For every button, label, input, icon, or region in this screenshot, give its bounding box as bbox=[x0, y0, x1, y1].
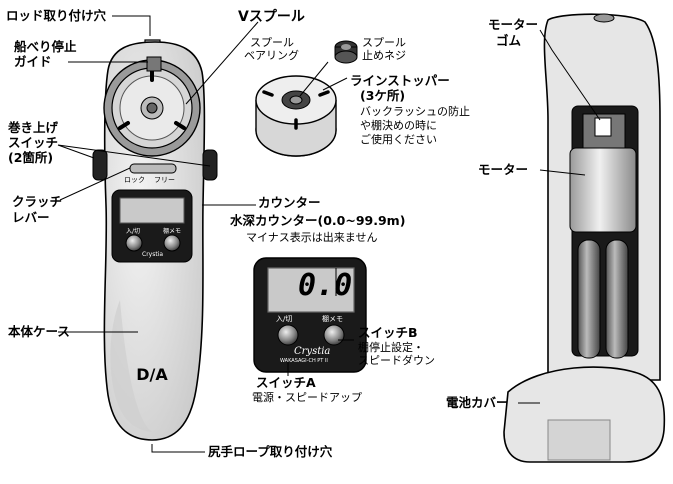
label-depth-counter: 水深カウンター(0.0~99.9m) bbox=[230, 213, 406, 228]
label-winding-switch-1: 巻き上げ bbox=[8, 120, 59, 135]
label-switch-a-desc: 電源・スピードアップ bbox=[252, 391, 362, 404]
label-winding-switch-3: (2箇所) bbox=[8, 150, 54, 165]
label-funaberi-1: 船べり停止 bbox=[14, 39, 77, 54]
clutch-lock-text: ロック bbox=[124, 176, 145, 184]
label-motor-gum-2: ゴム bbox=[496, 33, 522, 48]
label-rod-hole: ロッド取り付け穴 bbox=[6, 8, 107, 23]
label-counter: カウンター bbox=[258, 195, 321, 210]
label-spool-bearing-2: ベアリング bbox=[244, 49, 299, 62]
label-switch-b-desc-1: 棚停止設定・ bbox=[358, 341, 424, 354]
reel-back bbox=[503, 13, 666, 463]
label-line-stopper-2: (3ケ所) bbox=[360, 88, 406, 103]
label-line-stopper-desc-1: バックラッシュの防止 bbox=[360, 105, 470, 118]
battery-right bbox=[605, 239, 629, 359]
clutch-lever[interactable] bbox=[129, 163, 177, 174]
counter-lcd bbox=[267, 267, 355, 313]
panel-button-a[interactable] bbox=[125, 234, 143, 252]
leader-lines bbox=[57, 15, 601, 453]
label-winding-switch-2: スイッチ bbox=[8, 135, 59, 150]
label-funaberi-2: ガイド bbox=[14, 54, 52, 69]
label-switch-b-desc-2: スピードダウン bbox=[358, 354, 435, 367]
label-switch-a: スイッチA bbox=[256, 375, 316, 390]
label-switch-b: スイッチB bbox=[358, 325, 418, 340]
counter-model-text: WAKASAGI-CH PT II bbox=[280, 358, 328, 364]
label-spool-screw-2: 止めネジ bbox=[362, 49, 406, 62]
label-line-stopper-desc-2: や棚決めの時に bbox=[360, 119, 437, 132]
label-no-minus: マイナス表示は出来ません bbox=[246, 231, 378, 244]
battery-cover bbox=[503, 366, 666, 463]
winding-switch-left[interactable] bbox=[92, 149, 108, 181]
panel-btn-b-text: 棚メモ bbox=[163, 228, 182, 235]
panel-lcd bbox=[119, 197, 185, 224]
switch-a-button[interactable] bbox=[277, 324, 299, 346]
daiwa-logo-art: D/A bbox=[136, 365, 168, 384]
vspool-figure bbox=[255, 40, 358, 157]
panel-brand-text: Crystia bbox=[142, 251, 164, 258]
label-line-stopper-desc-3: ご使用ください bbox=[360, 133, 437, 146]
label-line-stopper-1: ラインストッパー bbox=[350, 73, 450, 88]
spool-screw bbox=[341, 44, 351, 50]
label-motor: モーター bbox=[478, 162, 529, 177]
reel-front: D/A bbox=[92, 39, 218, 441]
switch-b-button[interactable] bbox=[323, 324, 345, 346]
counter-detail bbox=[253, 257, 367, 373]
counter-btn-a-text: 入/切 bbox=[276, 315, 293, 323]
label-clutch-2: レバー bbox=[12, 210, 50, 225]
label-motor-gum-1: モーター bbox=[488, 17, 539, 32]
counter-brand-text: Crystia bbox=[294, 346, 331, 357]
counter-btn-b-text: 棚メモ bbox=[322, 315, 343, 323]
label-clutch-1: クラッチ bbox=[12, 194, 63, 209]
clutch-free-text: フリー bbox=[154, 176, 175, 184]
label-battery-cover: 電池カバー bbox=[446, 395, 509, 410]
line-stopper-marks bbox=[262, 90, 330, 130]
panel-button-b[interactable] bbox=[163, 234, 181, 252]
label-spool-screw-1: スプール bbox=[362, 36, 406, 49]
label-spool-bearing-1: スプール bbox=[250, 36, 294, 49]
panel-btn-a-text: 入/切 bbox=[126, 228, 141, 235]
funaberi-guide bbox=[146, 56, 162, 72]
battery-left bbox=[577, 239, 601, 359]
counter-lcd-value: 0.0 bbox=[298, 268, 353, 303]
label-body-case: 本体ケース bbox=[8, 324, 70, 339]
label-butt-hole: 尻手ロープ取り付け穴 bbox=[208, 444, 333, 459]
label-vspool: Vスプール bbox=[238, 9, 305, 25]
motor-body bbox=[569, 147, 637, 233]
